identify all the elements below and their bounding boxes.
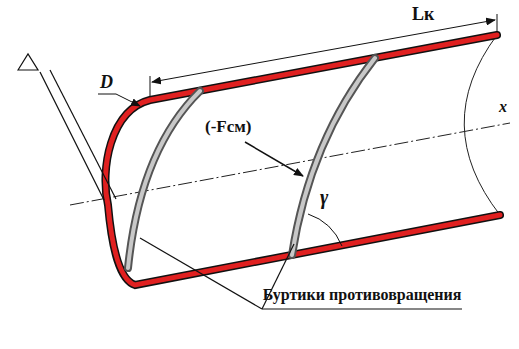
length-label: Lк: [412, 5, 434, 25]
angle-arc: [308, 214, 342, 246]
length-dimension: [150, 14, 497, 96]
callout-label: Буртики противовращения: [262, 281, 462, 309]
thickness-symbol: [18, 54, 116, 200]
end-arc: [464, 35, 500, 215]
callout-leader: [140, 238, 462, 309]
diameter-label: D: [100, 73, 113, 93]
diameter-leader: [98, 94, 140, 106]
axis-label: x: [499, 98, 507, 116]
axis-line: [70, 123, 510, 205]
anti-rotation-rib: [128, 58, 375, 268]
force-arrow: [245, 142, 303, 176]
force-label: (-Fсм): [205, 118, 252, 137]
liner-wall: [105, 35, 500, 285]
angle-label: γ: [320, 186, 328, 208]
